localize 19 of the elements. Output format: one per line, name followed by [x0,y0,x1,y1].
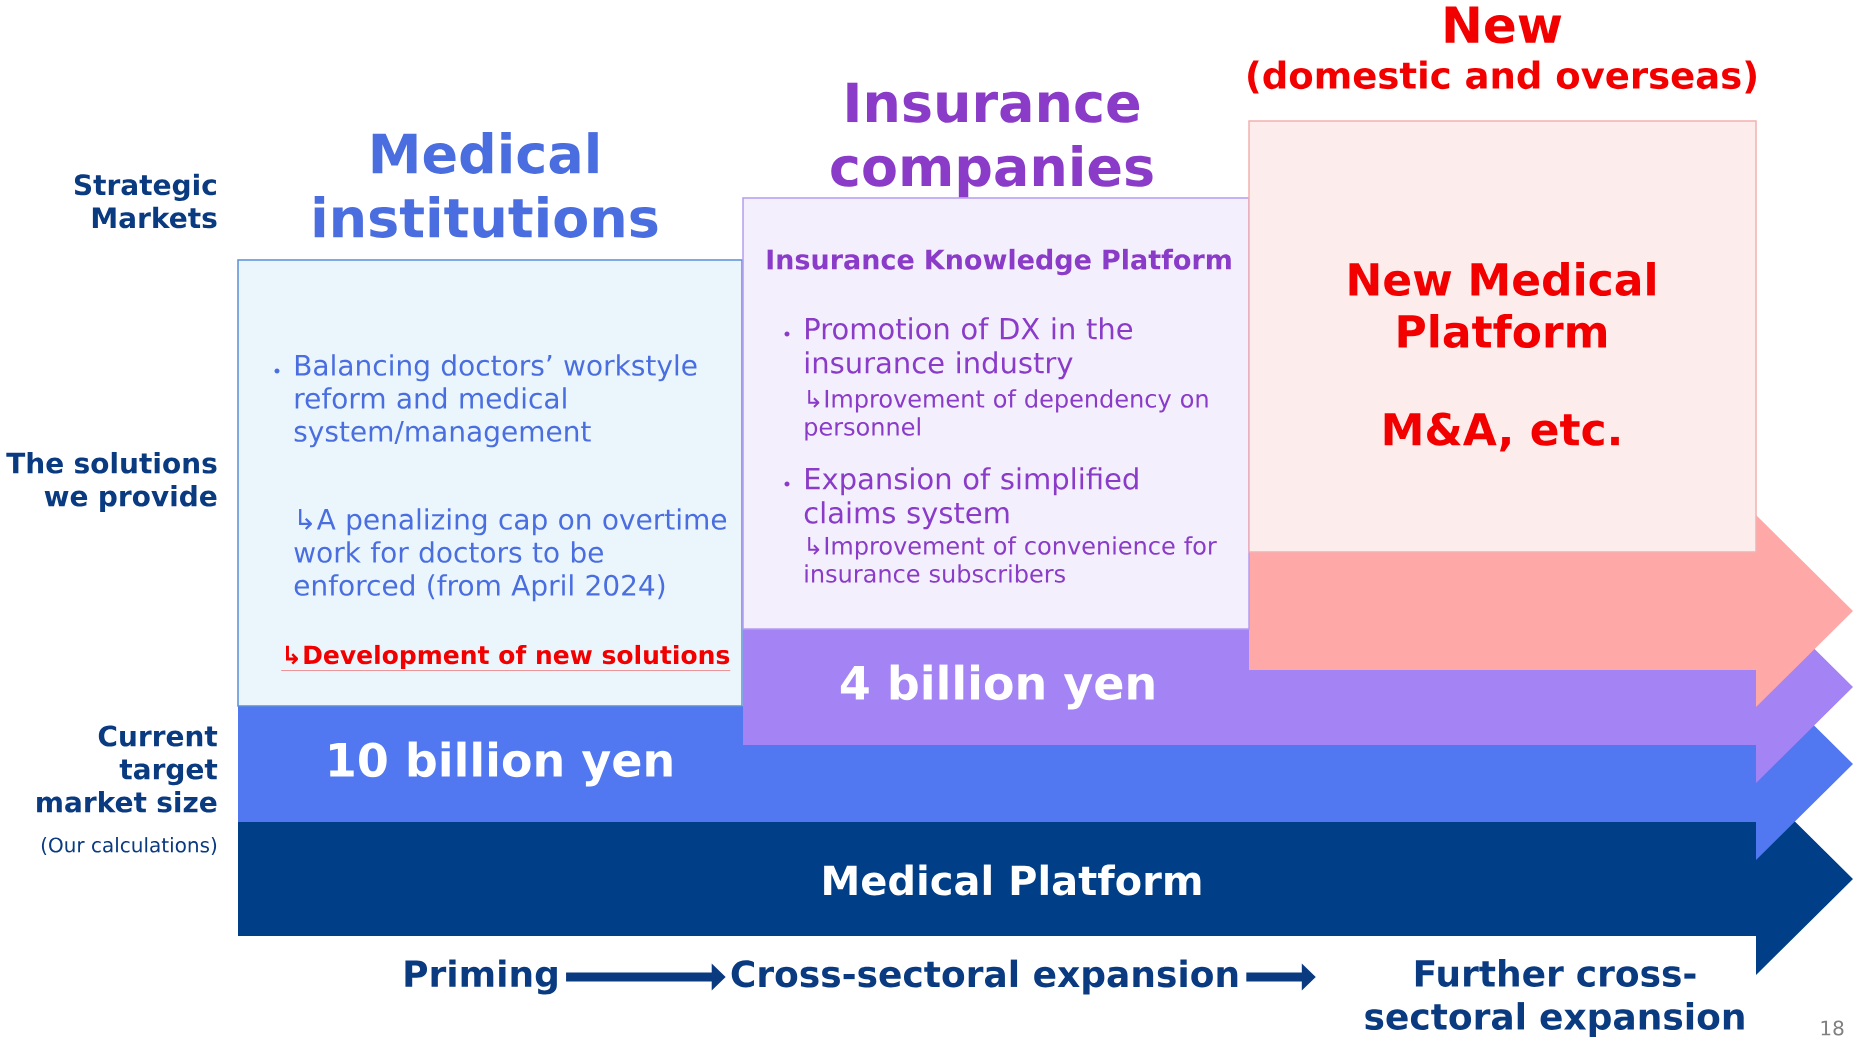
highlight-text: ↳Development of new solutions [281,644,731,671]
bullet-item: Expansion of simplified claims system [784,467,1138,530]
sub-item: ↳Improvement of convenience for insurance subscribers [805,536,1217,583]
box-title: New Medical Platform [1349,262,1655,349]
column-heading: Medical institutions [314,132,658,238]
bullet-item: Promotion of DX in the insurance industry [784,317,1133,380]
note-text: (Our calculations) [41,837,217,855]
page-number: 18 [1821,1020,1844,1036]
bullet-item: Balancing doctors’ workstyle reform and medical system/management [274,354,697,448]
row-label: Current target market size [37,725,218,813]
column-subheading: (domestic and overseas) [1248,60,1756,94]
column-heading: Insurance companies [831,82,1153,198]
sub-item: ↳A penalizing cap on overtime work for doctors to be enforced (from April 2024) [294,508,727,602]
row-label: Strategic Markets [74,173,217,229]
sub-item: ↳Improvement of dependency on personnel [805,389,1208,441]
arrow-band [1249,515,1853,707]
box-title: Insurance Knowledge Platform [767,248,1231,276]
box-text: M&A, etc. [1384,412,1619,452]
column-heading: New [1445,6,1562,44]
